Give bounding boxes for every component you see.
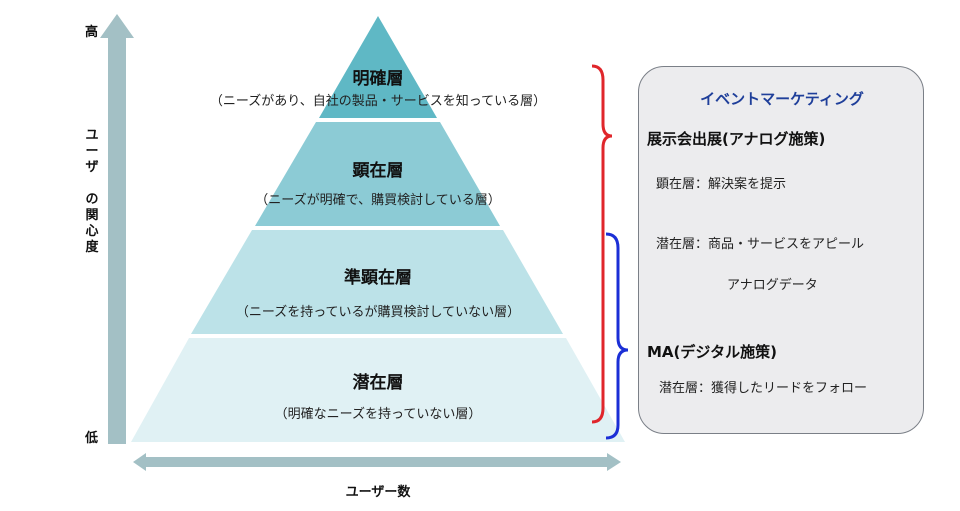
event-marketing-panel: イベントマーケティング	[638, 66, 924, 434]
exhibition-heading: 展示会出展(アナログ施策)	[647, 130, 826, 148]
ma-heading: MA(デジタル施策)	[647, 343, 777, 361]
panel-title: イベントマーケティング	[700, 90, 864, 108]
pyramid-layer-3	[191, 230, 563, 334]
axis-high-label: 高	[85, 25, 99, 40]
layer-1-title: 明確層	[352, 69, 404, 89]
blue-bracket	[605, 232, 629, 440]
layer-4-title: 潜在層	[352, 373, 404, 393]
layer-2-desc: （ニーズが明確で、購買検討している層）	[255, 193, 501, 208]
exhibition-item-1: 顕在層：解決案を提示	[656, 177, 787, 192]
pyramid-layer-1	[319, 16, 437, 118]
layer-3-title: 準顕在層	[344, 268, 412, 288]
exhibition-item-2: 潜在層：商品・サービスをアピール	[656, 237, 865, 252]
vertical-axis-arrow	[100, 14, 134, 444]
pyramid-layer-4	[131, 338, 625, 442]
layer-2-title: 顕在層	[352, 161, 404, 181]
horizontal-axis-label: ユーザー数	[345, 485, 411, 500]
red-bracket	[591, 64, 613, 424]
horizontal-axis-arrow	[133, 453, 621, 471]
vertical-axis-label: ユ ー ザ の 関 心 度	[85, 128, 99, 255]
layer-1-desc: （ニーズがあり、自社の製品・サービスを知っている層）	[209, 94, 547, 109]
layer-4-desc: （明確なニーズを持っていない層）	[274, 407, 482, 422]
layer-3-desc: （ニーズを持っているが購買検討していない層）	[235, 305, 521, 320]
ma-item: 潜在層：獲得したリードをフォロー	[659, 381, 868, 396]
pyramid-layer-2	[255, 122, 500, 226]
analog-data-label: アナログデータ	[727, 278, 818, 293]
axis-low-label: 低	[85, 431, 99, 446]
